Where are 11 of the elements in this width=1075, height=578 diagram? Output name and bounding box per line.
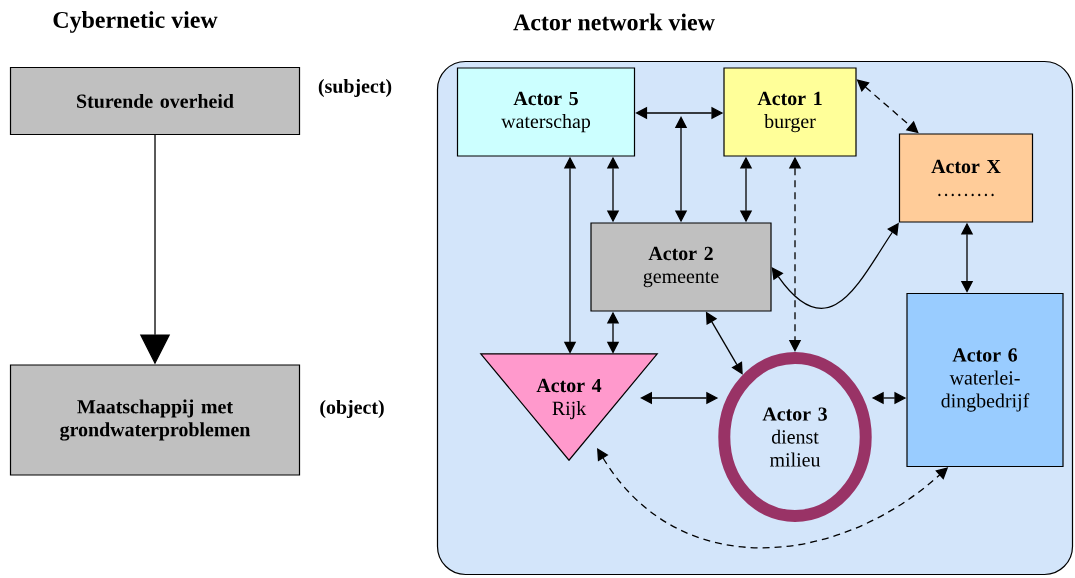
actor-box: Actor 6 waterlei- dingbedrijf bbox=[906, 292, 1064, 468]
actor-box: Actor 5 waterschap bbox=[456, 67, 636, 157]
section-heading: Actor network view bbox=[513, 13, 715, 31]
process-box: Sturende overheid bbox=[9, 66, 301, 136]
annotation-label: (object) bbox=[320, 399, 384, 418]
annotation-label: (subject) bbox=[318, 78, 392, 97]
section-heading: Cybernetic view bbox=[53, 11, 218, 33]
actor-box: Actor 2 gemeente bbox=[590, 222, 772, 312]
actor-box: Actor 1 burger bbox=[723, 67, 857, 157]
actor-box: Actor X ……… bbox=[898, 133, 1034, 223]
process-box: Maatschappij met grondwaterproblemen bbox=[9, 364, 301, 476]
